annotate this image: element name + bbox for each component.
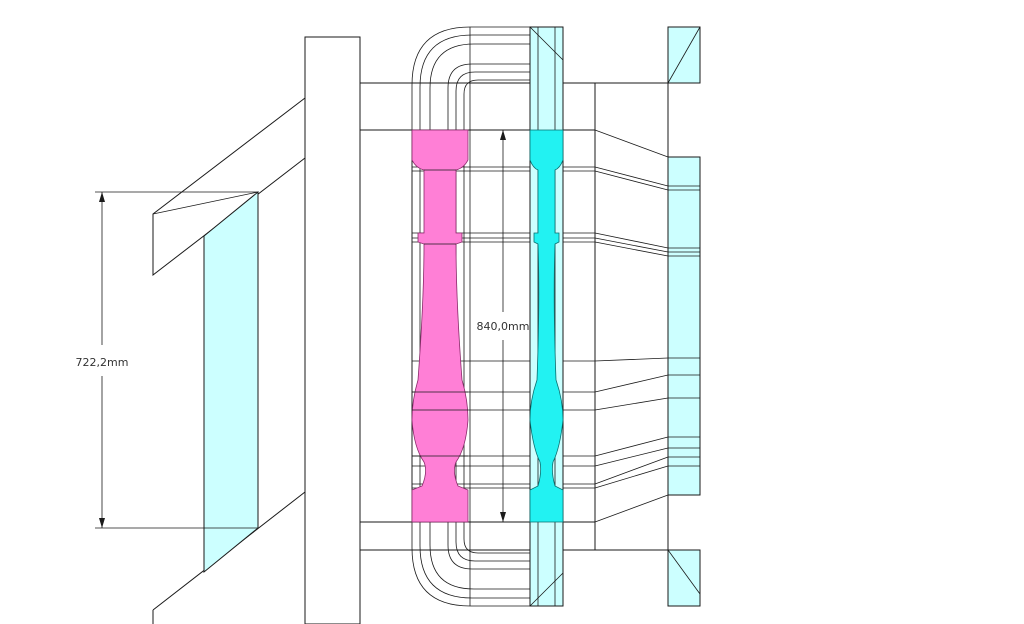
baluster-cyan-body — [529, 129, 564, 523]
baluster-magenta — [411, 129, 469, 523]
arrow-down-icon — [99, 518, 105, 528]
arrow-up-icon — [500, 130, 506, 140]
newel-post — [304, 36, 361, 624]
projection-lines — [594, 129, 669, 523]
dimension-label-722: 722,2mm — [76, 356, 129, 369]
dimension-rail-length: 722,2mm — [76, 191, 258, 529]
arrow-up-icon — [99, 192, 105, 202]
inclined-rail-assembly — [152, 97, 306, 624]
dimension-baluster-height: 840,0mm — [477, 130, 530, 522]
rail-glass-panel — [203, 190, 259, 574]
baluster-cyan — [529, 129, 564, 523]
right-frame — [594, 26, 701, 607]
arrow-down-icon — [500, 512, 506, 522]
rail-edge-line — [152, 191, 259, 215]
baluster-magenta-body — [411, 129, 469, 523]
dimension-label-840: 840,0mm — [477, 320, 530, 333]
